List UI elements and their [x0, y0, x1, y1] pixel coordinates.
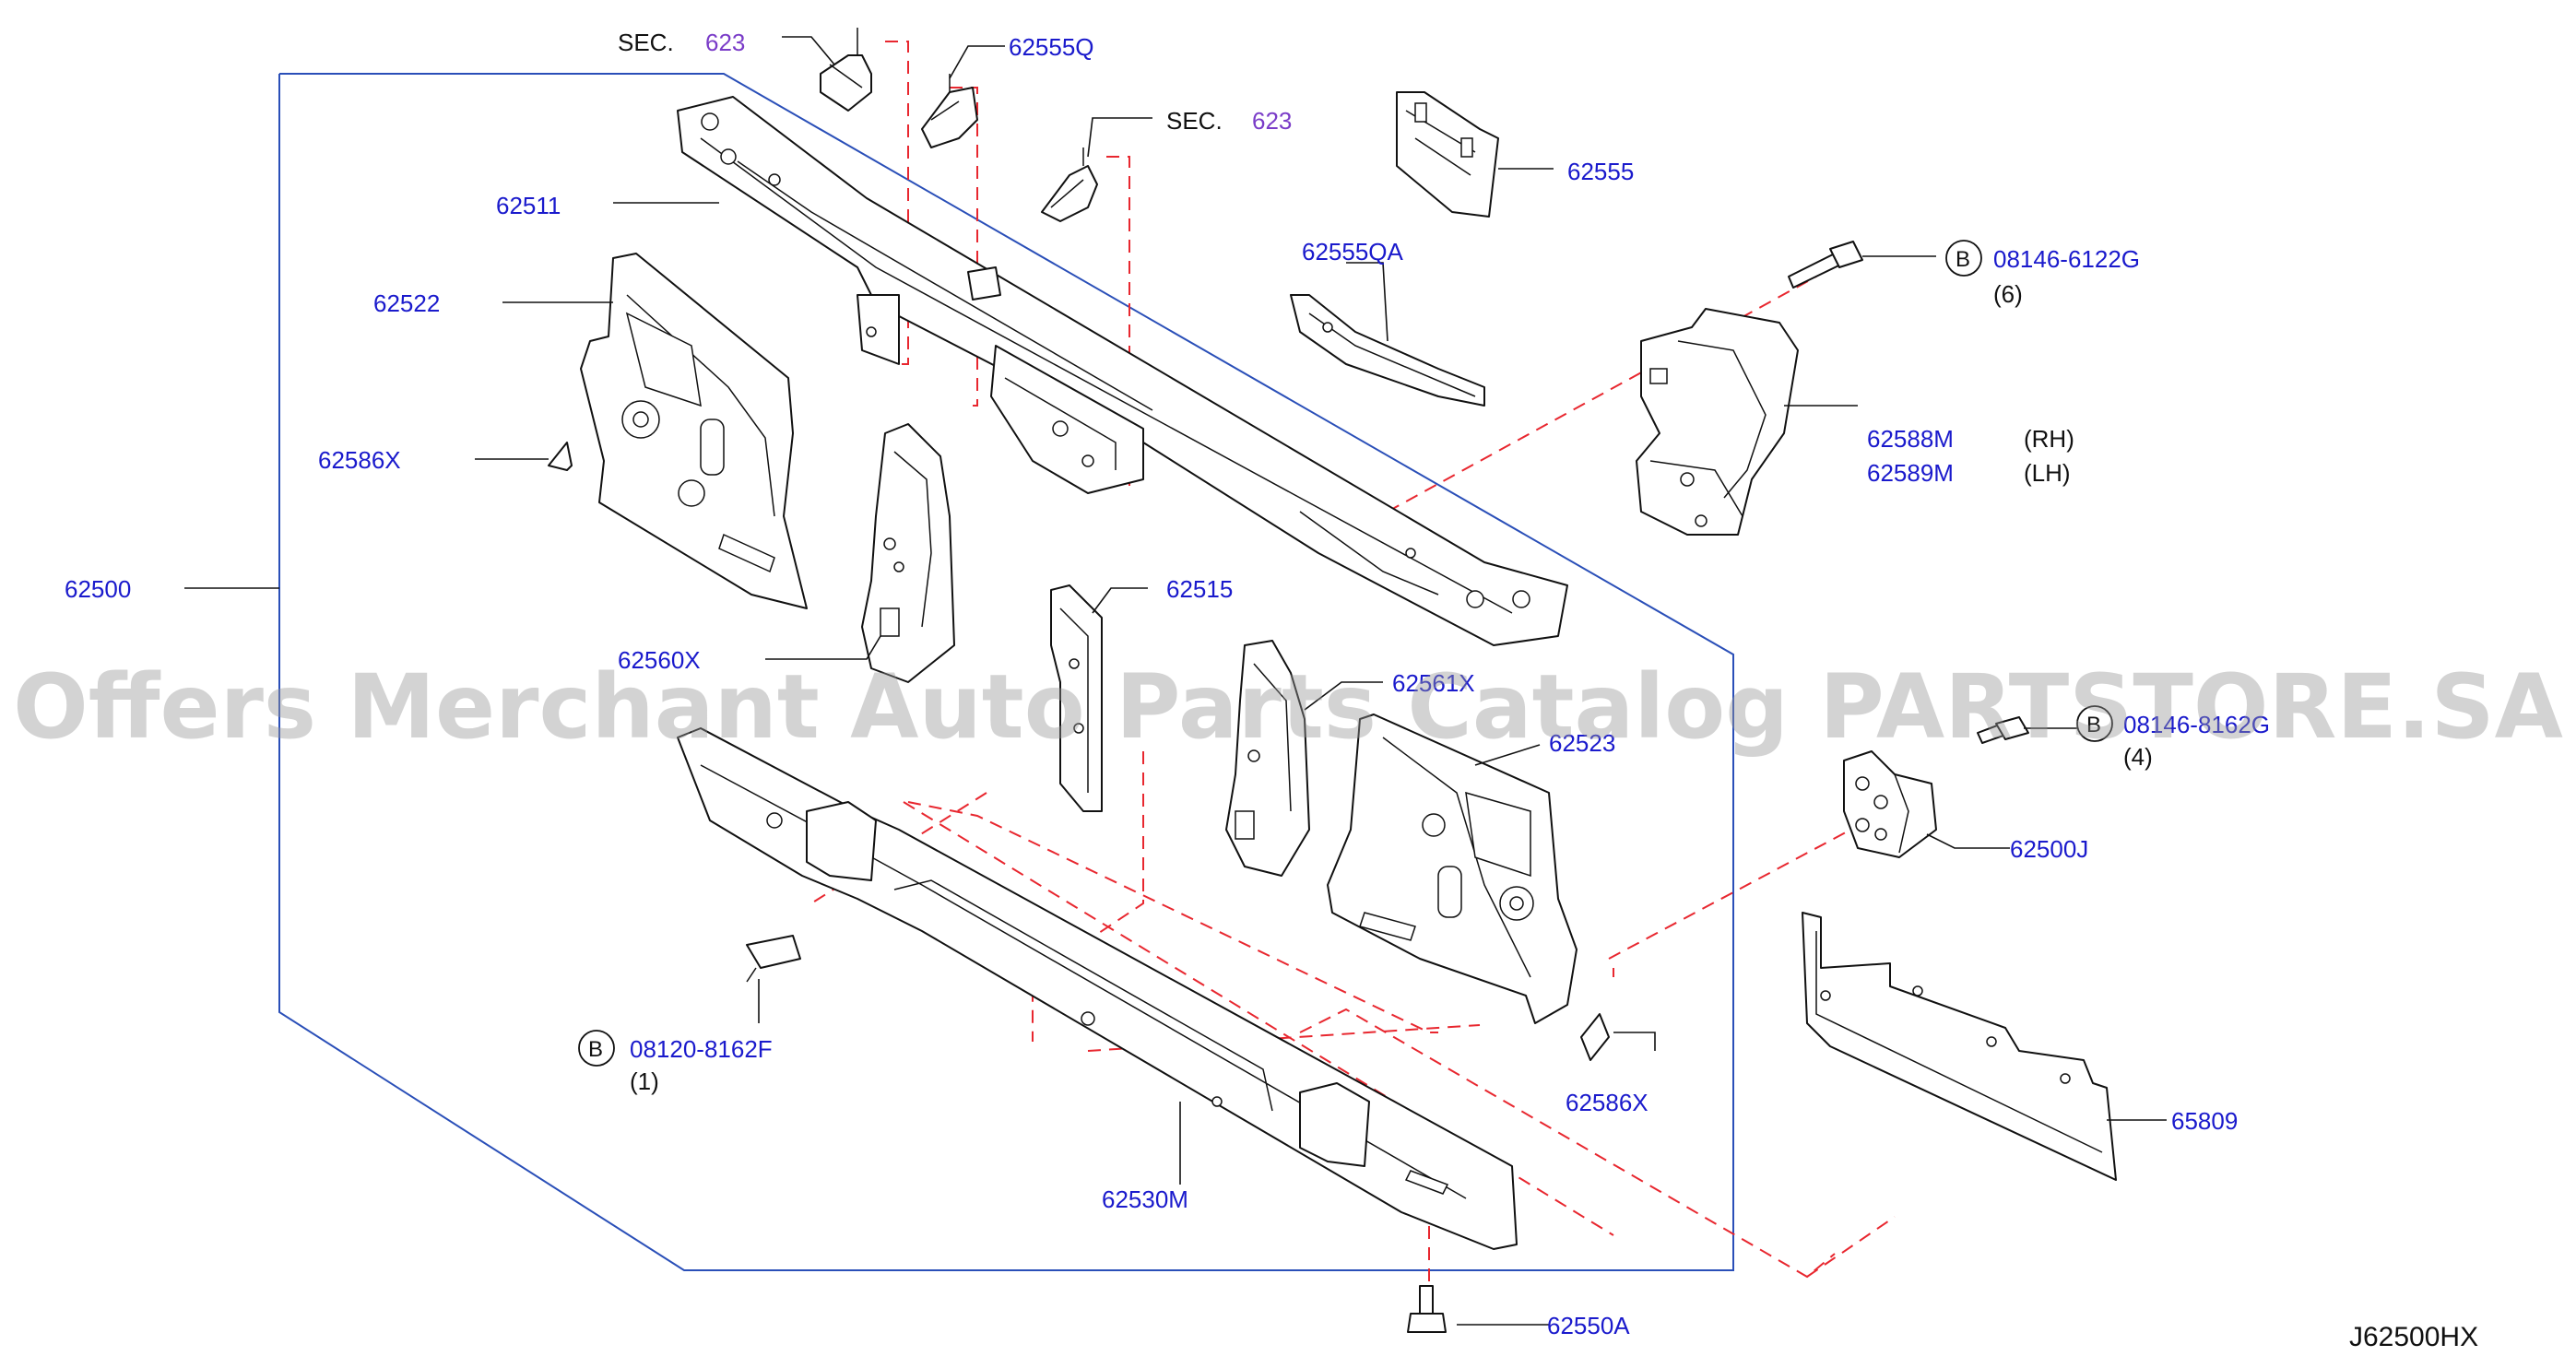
- side-panel-62523: [1327, 713, 1578, 1024]
- bolt-callout-2[interactable]: B 08146-8162G (4): [2076, 705, 2270, 771]
- label-62515[interactable]: 62515: [1166, 575, 1233, 603]
- bolt-callout-1[interactable]: B 08146-6122G (6): [1945, 240, 2140, 308]
- label-62561X[interactable]: 62561X: [1392, 669, 1475, 697]
- label-62555QA[interactable]: 62555QA: [1302, 238, 1404, 265]
- bolt-callout-3[interactable]: B 08120-8162F (1): [578, 1030, 773, 1095]
- label-62589M[interactable]: 62589M: [1867, 459, 1954, 487]
- bolt-qty-3: (1): [630, 1067, 659, 1095]
- watermark: Offers Merchant Auto Parts Catalog PARTS…: [13, 655, 2563, 759]
- upper-support-62511: [677, 96, 1568, 646]
- clip-62586X-lower: [1580, 1013, 1610, 1061]
- bracket-62555: [1396, 91, 1499, 218]
- label-62555[interactable]: 62555: [1567, 158, 1634, 185]
- bolt-marker-3: B: [588, 1037, 603, 1062]
- bolt-qty-1: (6): [1993, 280, 2023, 308]
- label-62586X-lower[interactable]: 62586X: [1566, 1089, 1648, 1116]
- label-62523[interactable]: 62523: [1549, 729, 1615, 757]
- label-side-lh: (LH): [2024, 459, 2071, 487]
- label-62560X[interactable]: 62560X: [618, 646, 701, 674]
- bolt-icon-08146-6122G: [1788, 241, 1863, 289]
- label-62500[interactable]: 62500: [65, 575, 131, 603]
- clip-62586X-upper: [548, 442, 573, 471]
- label-62555Q[interactable]: 62555Q: [1009, 33, 1094, 61]
- label-62511[interactable]: 62511: [496, 192, 561, 219]
- bolt-icon-62550A: [1407, 1285, 1447, 1333]
- plate-65809: [1802, 912, 2117, 1181]
- bolt-number-1[interactable]: 08146-6122G: [1993, 245, 2140, 273]
- sec-623-bracket-left: [820, 28, 872, 112]
- sec-623-bracket-right: [1041, 147, 1098, 222]
- pillar-62560X: [861, 423, 955, 683]
- brace-62515: [1050, 584, 1103, 812]
- sec-ref-prefix-1: SEC.: [618, 29, 674, 56]
- sec-ref-prefix-2: SEC.: [1166, 107, 1223, 135]
- lower-support-62530M: [677, 727, 1518, 1250]
- bolt-number-3[interactable]: 08120-8162F: [630, 1035, 773, 1063]
- label-65809[interactable]: 65809: [2171, 1107, 2238, 1135]
- label-side-rh: (RH): [2024, 425, 2074, 453]
- diagram-code: J62500HX: [2349, 1322, 2478, 1352]
- leader-lines: [184, 36, 2167, 1326]
- label-62530M[interactable]: 62530M: [1102, 1185, 1188, 1213]
- sec-ref-link-1[interactable]: 623: [705, 29, 745, 56]
- side-panel-62522: [580, 253, 808, 609]
- assembly-boundary: [278, 73, 1734, 1271]
- bolt-marker-1: B: [1956, 247, 1970, 272]
- side-bracket-62588M-62589M: [1636, 308, 1799, 536]
- pillar-62561X: [1225, 640, 1310, 877]
- label-62500J[interactable]: 62500J: [2010, 835, 2088, 863]
- label-62550A[interactable]: 62550A: [1547, 1312, 1630, 1339]
- label-62588M[interactable]: 62588M: [1867, 425, 1954, 453]
- bracket-62500J: [1843, 750, 1937, 858]
- bracket-62555QA: [1290, 294, 1485, 407]
- bolt-qty-2: (4): [2123, 743, 2153, 771]
- bolt-icon-08120-8162F: [746, 935, 801, 983]
- label-62522[interactable]: 62522: [373, 289, 440, 317]
- sec-ref-link-2[interactable]: 623: [1252, 107, 1292, 135]
- label-62586X-upper[interactable]: 62586X: [318, 446, 401, 474]
- bolt-marker-2: B: [2086, 713, 2101, 737]
- bracket-62555Q: [921, 74, 978, 148]
- bolt-number-2[interactable]: 08146-8162G: [2123, 711, 2270, 738]
- bolt-icon-08146-8162G: [1977, 716, 2029, 744]
